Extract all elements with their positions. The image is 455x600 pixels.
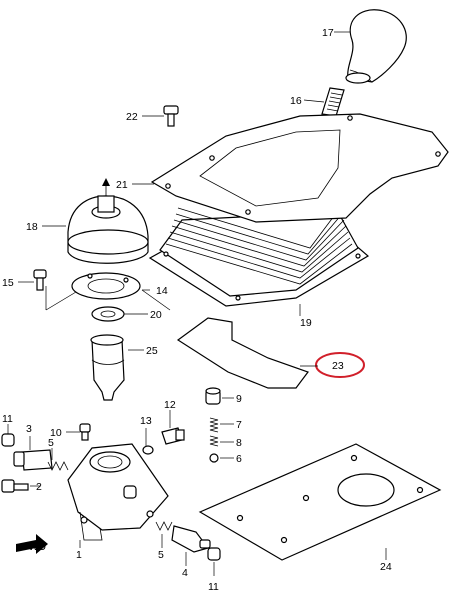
bolt-15[interactable] bbox=[33, 269, 47, 291]
label-14: 14 bbox=[156, 285, 168, 297]
label-17: 17 bbox=[322, 27, 334, 39]
label-15: 15 bbox=[2, 277, 14, 289]
label-20: 20 bbox=[150, 309, 162, 321]
highlight-circle bbox=[315, 352, 365, 378]
spring-5-upper[interactable] bbox=[47, 461, 69, 471]
label-23: 23 bbox=[332, 360, 344, 372]
boot-plate-21[interactable] bbox=[150, 113, 449, 223]
label-1: 1 bbox=[76, 549, 82, 561]
label-13: 13 bbox=[140, 415, 152, 427]
label-12: 12 bbox=[164, 399, 176, 411]
label-24: 24 bbox=[380, 561, 392, 573]
label-2: 2 bbox=[36, 481, 42, 493]
label-11-lower: 11 bbox=[208, 581, 219, 593]
housing-1[interactable] bbox=[67, 443, 169, 541]
fwd-arrow: FWD bbox=[16, 534, 48, 554]
label-9: 9 bbox=[236, 393, 242, 405]
label-16: 16 bbox=[290, 95, 302, 107]
label-19: 19 bbox=[300, 317, 312, 329]
base-plate-24[interactable] bbox=[198, 443, 442, 561]
svg-text:FWD: FWD bbox=[22, 541, 46, 553]
bolt-2[interactable] bbox=[1, 479, 29, 493]
shaft-4[interactable] bbox=[171, 525, 211, 553]
label-11-upper: 11 bbox=[2, 413, 13, 425]
label-4: 4 bbox=[182, 567, 188, 579]
shaft-3[interactable] bbox=[13, 449, 53, 471]
label-5-lower: 5 bbox=[158, 549, 164, 561]
label-7: 7 bbox=[236, 419, 242, 431]
plug-11-lower[interactable] bbox=[207, 547, 221, 561]
label-8: 8 bbox=[236, 437, 242, 449]
label-10: 10 bbox=[50, 427, 62, 439]
bolt-10[interactable] bbox=[79, 423, 91, 441]
part-labels: 17 16 22 21 18 15 14 20 19 25 23 9 12 13… bbox=[2, 27, 392, 593]
leader-lines bbox=[7, 31, 387, 576]
lever-thread-16[interactable] bbox=[321, 87, 345, 117]
label-25: 25 bbox=[146, 345, 158, 357]
seat-14[interactable] bbox=[71, 272, 141, 300]
ball-6[interactable] bbox=[209, 453, 219, 463]
label-3: 3 bbox=[26, 423, 32, 435]
washer-20[interactable] bbox=[91, 306, 125, 322]
spring-5-lower[interactable] bbox=[155, 521, 173, 531]
cap-9[interactable] bbox=[205, 387, 221, 405]
shift-knob-17[interactable] bbox=[345, 9, 407, 84]
bolt-22[interactable] bbox=[163, 105, 179, 127]
label-18: 18 bbox=[26, 221, 38, 233]
plug-11-upper[interactable] bbox=[1, 433, 15, 447]
washer-13[interactable] bbox=[142, 445, 154, 455]
gasket-23[interactable] bbox=[176, 317, 365, 389]
label-21: 21 bbox=[116, 179, 128, 191]
label-5-upper: 5 bbox=[48, 437, 54, 449]
spring-7[interactable] bbox=[209, 417, 219, 433]
label-6: 6 bbox=[236, 453, 242, 465]
rubber-boot-18[interactable] bbox=[67, 178, 149, 264]
bolt-12[interactable] bbox=[161, 427, 185, 445]
spring-8[interactable] bbox=[209, 435, 219, 447]
label-22: 22 bbox=[126, 111, 138, 123]
lever-base-25[interactable] bbox=[90, 334, 125, 401]
